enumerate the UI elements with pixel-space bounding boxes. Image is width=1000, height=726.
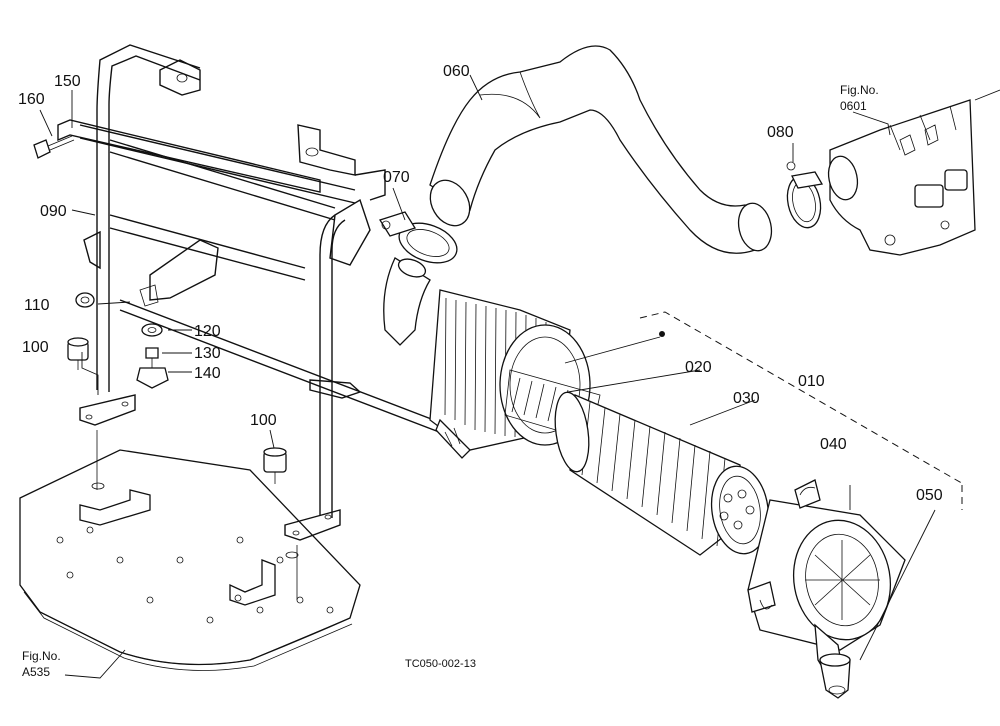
callout-150: 150 xyxy=(54,73,81,90)
fig-ref-0601-line2: 0601 xyxy=(840,99,867,113)
cushion-110 xyxy=(75,292,95,308)
callout-010: 010 xyxy=(798,373,825,390)
callout-080: 080 xyxy=(767,124,794,141)
air-filter-element-030 xyxy=(554,391,770,556)
hose-clamp-070 xyxy=(379,211,458,264)
callout-130: 130 xyxy=(194,345,221,362)
callout-100-left: 100 xyxy=(22,339,49,356)
callout-060: 060 xyxy=(443,63,470,80)
washer-120 xyxy=(141,323,163,337)
drawing-code: TC050-002-13 xyxy=(405,658,476,670)
support-frame xyxy=(57,44,461,600)
callout-140: 140 xyxy=(194,365,221,382)
assembly-origin-dot xyxy=(659,331,665,337)
air-cleaner-cover-040 xyxy=(747,479,906,682)
callout-020: 020 xyxy=(685,359,712,376)
callout-090: 090 xyxy=(40,203,67,220)
callout-160: 160 xyxy=(18,91,45,108)
evacuator-valve-050 xyxy=(819,653,851,699)
leader-lines xyxy=(39,74,936,679)
callout-100-right: 100 xyxy=(250,412,277,429)
callout-120: 120 xyxy=(194,323,221,340)
rubber-mount-100-left xyxy=(67,337,89,370)
callout-050: 050 xyxy=(916,487,943,504)
hose-clamp-080 xyxy=(786,161,824,229)
intake-hose-060 xyxy=(429,45,773,254)
fig-ref-0601-line1: Fig.No. xyxy=(840,83,879,97)
bolt-160 xyxy=(33,135,75,159)
fig-ref-a535-line1: Fig.No. xyxy=(22,649,61,663)
floor-platform xyxy=(19,449,361,671)
rubber-mount-100-right xyxy=(263,447,287,484)
air-cleaner-body-020 xyxy=(383,257,591,459)
fig-ref-a535-line2: A535 xyxy=(22,665,50,679)
assembly-010-outline xyxy=(639,311,966,510)
callout-040: 040 xyxy=(820,436,847,453)
knob-140 xyxy=(136,367,169,389)
callout-070: 070 xyxy=(383,169,410,186)
callout-030: 030 xyxy=(733,390,760,407)
engine-manifold xyxy=(827,89,1000,256)
callout-110: 110 xyxy=(24,297,50,314)
